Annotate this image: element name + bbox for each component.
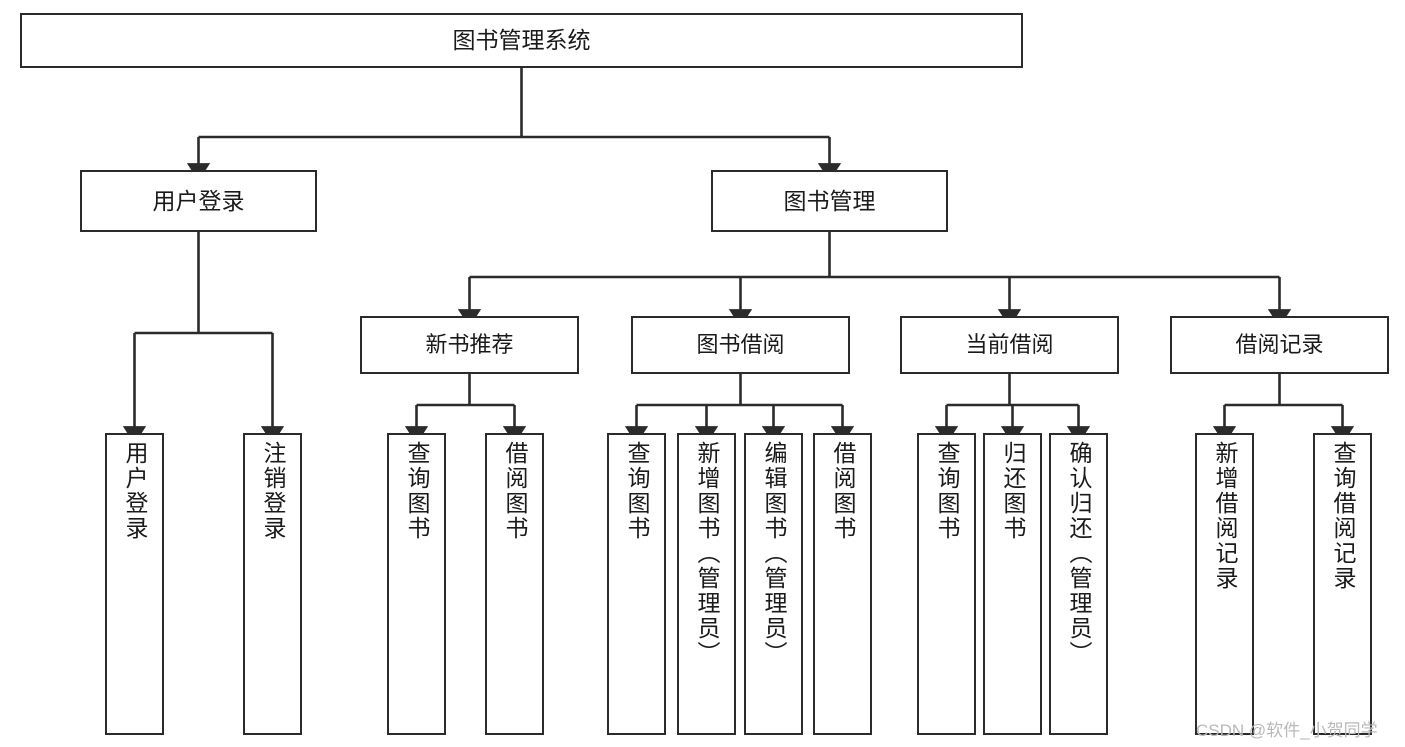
csdn-watermark: CSDN @软件_小贺同学 <box>1196 721 1378 740</box>
node-borrow-record[interactable]: 借阅记录 <box>1170 316 1389 374</box>
node-label: 编辑图书（管理员） <box>761 441 787 666</box>
node-leaf-borrow-book-2[interactable]: 借阅图书 <box>813 433 872 735</box>
node-current-borrow[interactable]: 当前借阅 <box>900 316 1119 374</box>
node-leaf-query-record[interactable]: 查询借阅记录 <box>1313 433 1372 735</box>
node-book-borrow[interactable]: 图书借阅 <box>631 316 850 374</box>
node-label: 查询图书 <box>934 441 960 541</box>
node-leaf-borrow-book-1[interactable]: 借阅图书 <box>485 433 544 735</box>
node-label: 用户登录 <box>152 187 245 214</box>
node-label: 图书借阅 <box>696 332 785 358</box>
node-leaf-confirm-return[interactable]: 确认归还（管理员） <box>1049 433 1108 735</box>
node-label: 借阅图书 <box>830 441 856 541</box>
node-label: 图书管理系统 <box>452 27 591 54</box>
node-label: 借阅图书 <box>502 441 528 541</box>
node-label: 查询借阅记录 <box>1330 441 1356 591</box>
node-label: 归还图书 <box>1000 441 1026 541</box>
node-book-manage[interactable]: 图书管理 <box>711 170 948 232</box>
node-user-login[interactable]: 用户登录 <box>80 170 317 232</box>
node-label: 确认归还（管理员） <box>1066 441 1092 666</box>
node-leaf-logout[interactable]: 注销登录 <box>243 433 302 735</box>
node-leaf-user-login[interactable]: 用户登录 <box>105 433 164 735</box>
node-leaf-return-book[interactable]: 归还图书 <box>983 433 1042 735</box>
node-label: 查询图书 <box>624 441 650 541</box>
node-label: 新书推荐 <box>425 332 514 358</box>
node-leaf-query-book-3[interactable]: 查询图书 <box>917 433 976 735</box>
node-label: 用户登录 <box>122 441 148 541</box>
node-leaf-edit-book[interactable]: 编辑图书（管理员） <box>744 433 803 735</box>
node-label: 图书管理 <box>783 187 876 214</box>
node-label: 当前借阅 <box>965 332 1054 358</box>
node-label: 新增图书（管理员） <box>694 441 720 666</box>
node-label: 新增借阅记录 <box>1212 441 1238 591</box>
node-label: 借阅记录 <box>1235 332 1324 358</box>
node-leaf-add-record[interactable]: 新增借阅记录 <box>1195 433 1254 735</box>
node-leaf-query-book-2[interactable]: 查询图书 <box>607 433 666 735</box>
node-new-book-rec[interactable]: 新书推荐 <box>360 316 579 374</box>
node-leaf-add-book[interactable]: 新增图书（管理员） <box>677 433 736 735</box>
node-leaf-query-book-1[interactable]: 查询图书 <box>387 433 446 735</box>
node-label: 查询图书 <box>404 441 430 541</box>
node-root[interactable]: 图书管理系统 <box>20 13 1023 68</box>
node-label: 注销登录 <box>260 441 286 541</box>
